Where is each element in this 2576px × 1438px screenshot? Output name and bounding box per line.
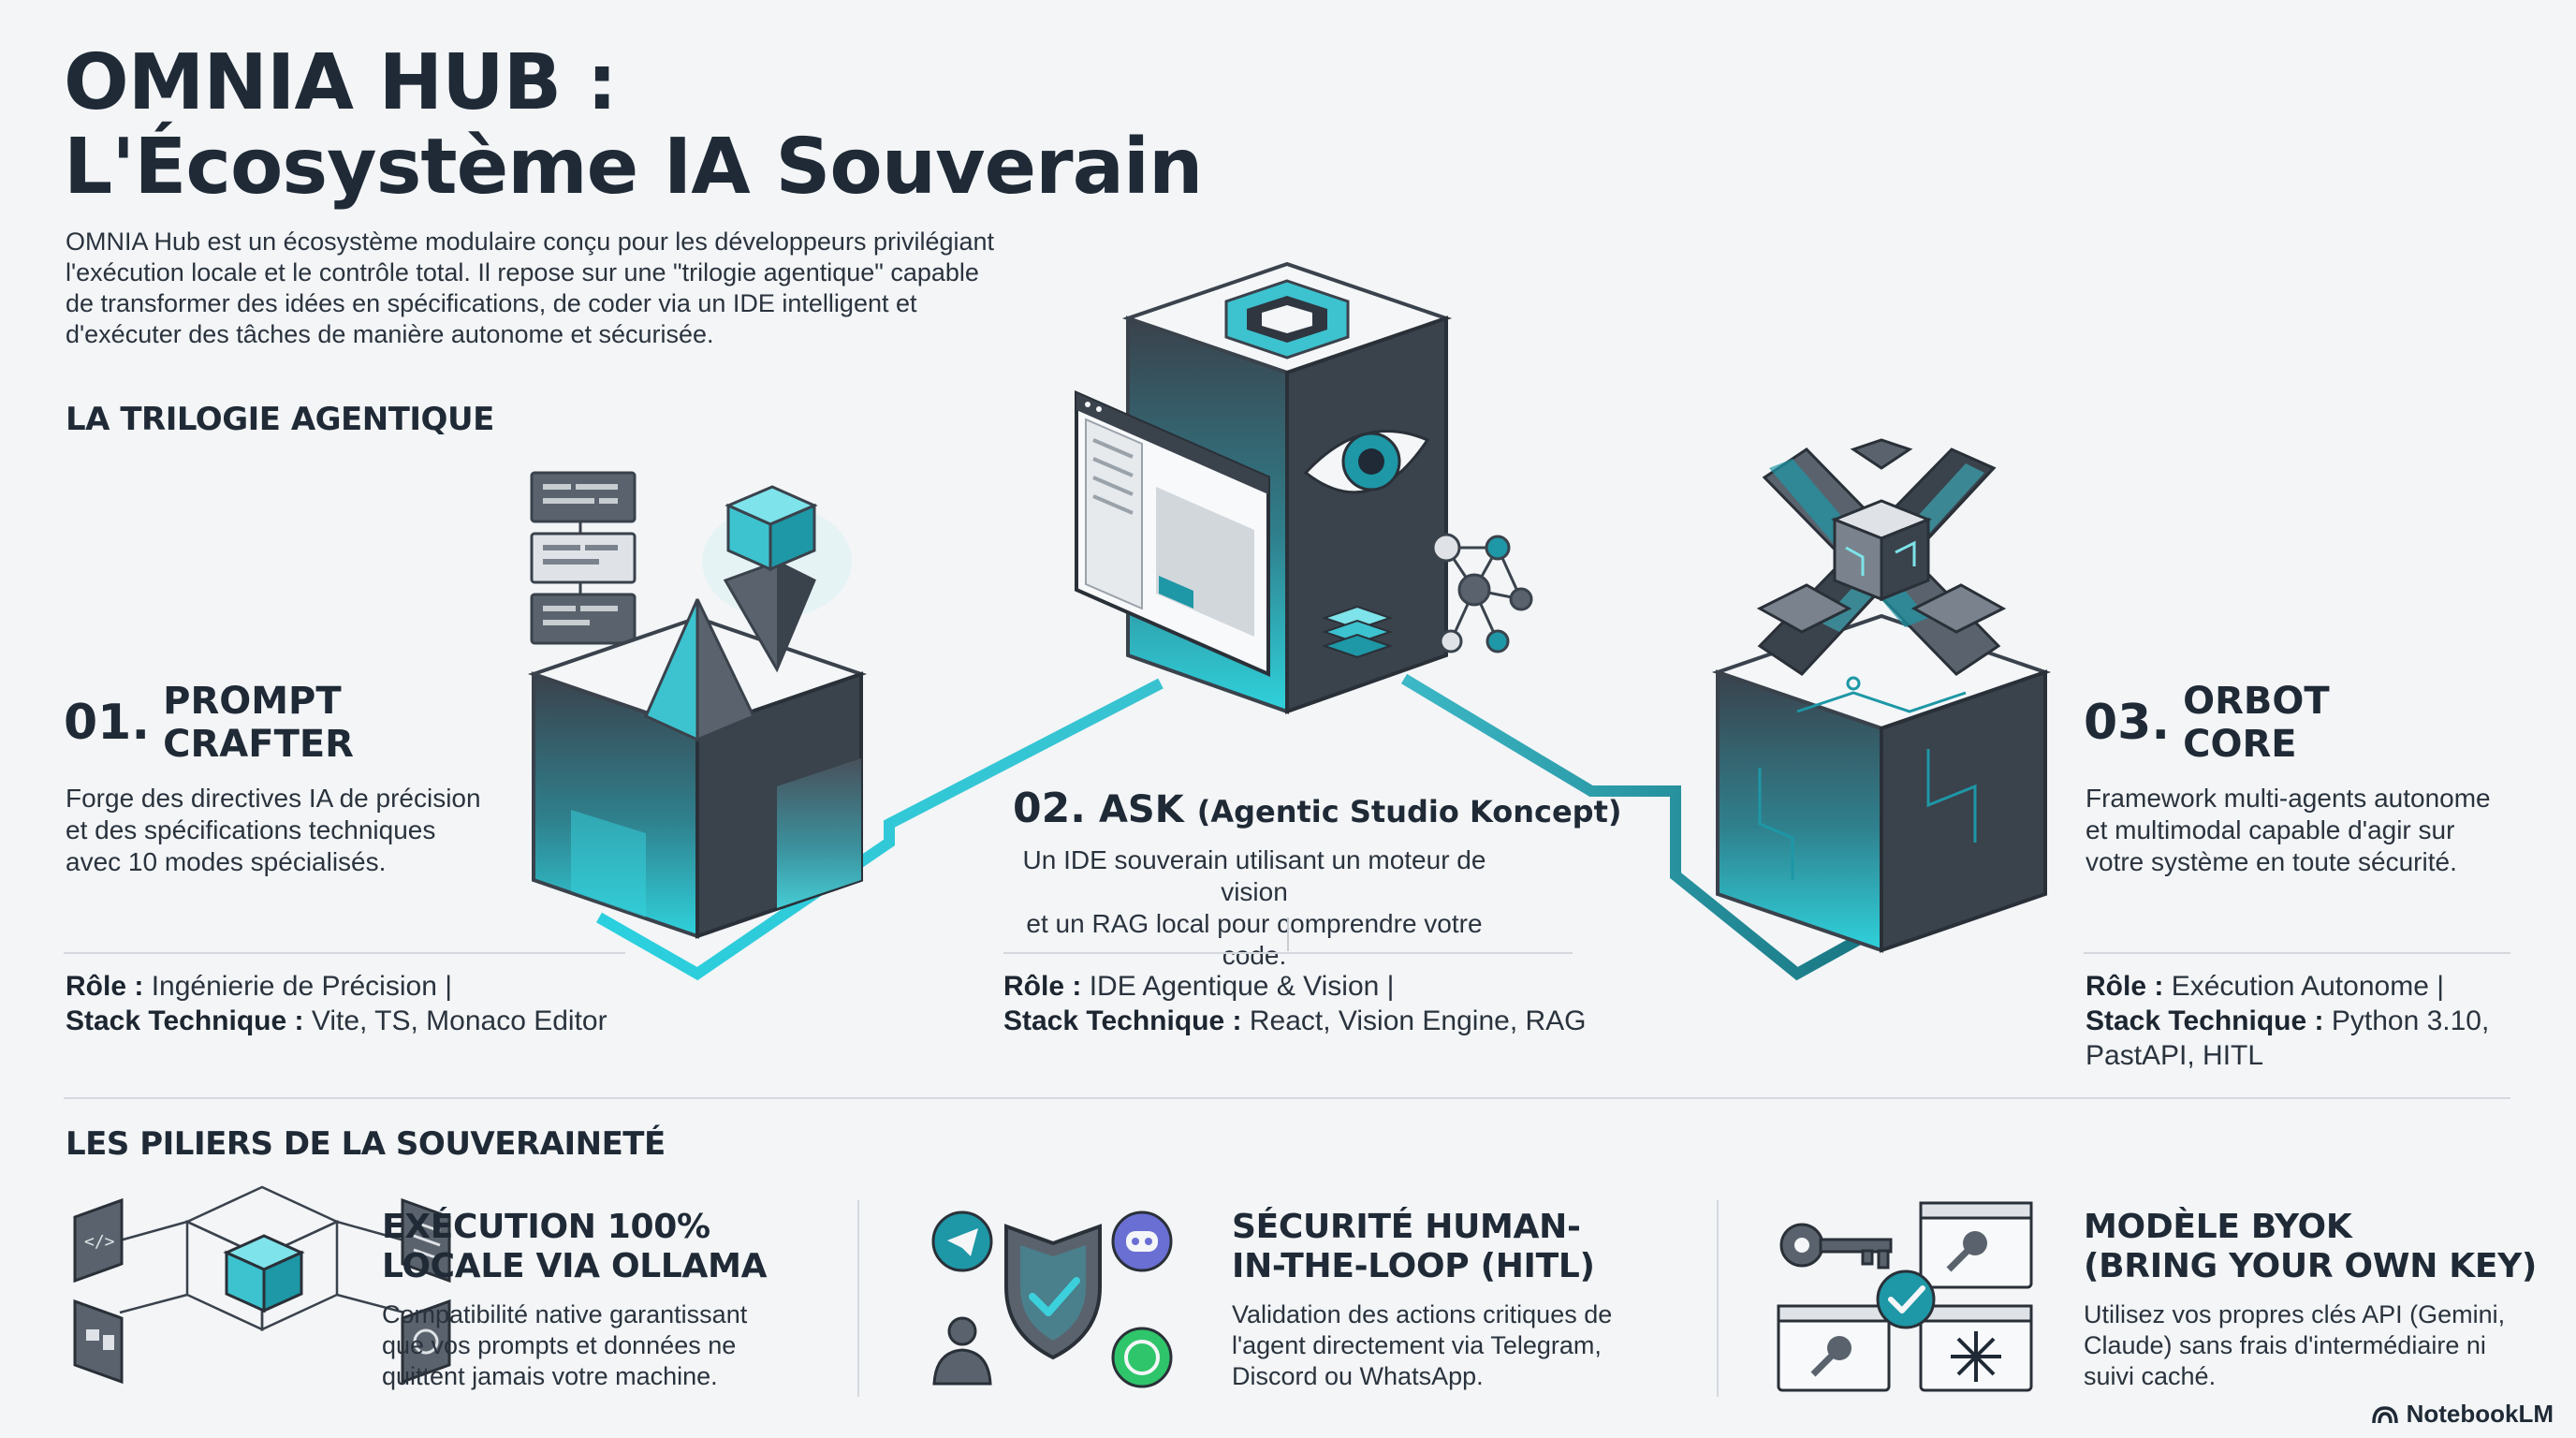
connector-line-right: [1400, 673, 1922, 981]
key-window-icon: [1919, 1201, 2033, 1289]
pillar-02-description: Un IDE souverain utilisant un moteur de …: [1022, 845, 1486, 970]
whatsapp-icon: [1111, 1327, 1173, 1388]
pillar-01-meta: Rôle : Ingénierie de Précision | Stack T…: [66, 971, 607, 1036]
pillar-03-divider: [2084, 952, 2510, 954]
pillar-02-meta: Rôle : IDE Agentique & Vision | Stack Te…: [1003, 971, 1587, 1036]
pillar-local-execution: EXÉCUTION 100% LOCALE VIA OLLAMA Compati…: [382, 1208, 768, 1390]
ide-window-icon: [1075, 389, 1270, 678]
local-execution-icon: </>: [73, 1185, 451, 1385]
section-divider: [64, 1097, 2510, 1099]
ask-illustration: [1075, 261, 1533, 714]
hitl-security-icon: [1004, 1224, 1102, 1360]
discord-icon: [1111, 1211, 1173, 1272]
intro-paragraph: OMNIA Hub est un écosystème modulaire co…: [66, 227, 995, 348]
pillar-02-divider: [1003, 952, 1573, 954]
pillar-01-divider: [64, 952, 625, 954]
pillar-01-description: Forge des directives IA de précision et …: [66, 784, 481, 876]
notebooklm-brand: NotebookLM: [2371, 1400, 2554, 1429]
network-graph-icon: [1431, 533, 1533, 653]
orbot-core-illustration: [1711, 438, 2052, 953]
key-window-icon-2: [1777, 1304, 1891, 1392]
svg-text:</>: </>: [84, 1232, 115, 1252]
prompt-crafter-illustration: [527, 471, 868, 939]
byok-key-icon: [1779, 1223, 1893, 1269]
pillar-03-description: Framework multi-agents autonome et multi…: [2086, 784, 2491, 876]
connector-line-left: [596, 678, 1164, 981]
pillar-hitl-security: SÉCURITÉ HUMAN- IN-THE-LOOP (HITL) Valid…: [1232, 1208, 1613, 1390]
page-title: OMNIA HUB : L'Écosystème IA Souverain: [64, 38, 1203, 212]
check-badge-icon: [1876, 1269, 1936, 1329]
ai-spark-window-icon: [1919, 1304, 2033, 1392]
pillar-01-title: 01. PROMPT CRAFTER: [64, 680, 354, 766]
pillar-03-title: 03. ORBOT CORE: [2084, 680, 2330, 766]
pillar-02-connector-tick: [1287, 917, 1289, 951]
trilogy-heading: LA TRILOGIE AGENTIQUE: [66, 401, 494, 438]
telegram-icon: [931, 1211, 993, 1272]
pillar-separator-1: [857, 1200, 859, 1397]
pillar-03-meta: Rôle : Exécution Autonome | Stack Techni…: [2086, 971, 2490, 1071]
user-icon: [932, 1316, 992, 1386]
pillar-02-title: 02. ASK (Agentic Studio Koncept): [1013, 785, 1622, 832]
notebooklm-logo-icon: [2371, 1405, 2398, 1423]
pillar-byok: MODÈLE BYOK (BRING YOUR OWN KEY) Utilise…: [2084, 1208, 2538, 1390]
pillars-heading: LES PILIERS DE LA SOUVERAINETÉ: [66, 1125, 666, 1163]
code-card-icon: [530, 471, 637, 645]
pillar-separator-2: [1717, 1200, 1719, 1397]
